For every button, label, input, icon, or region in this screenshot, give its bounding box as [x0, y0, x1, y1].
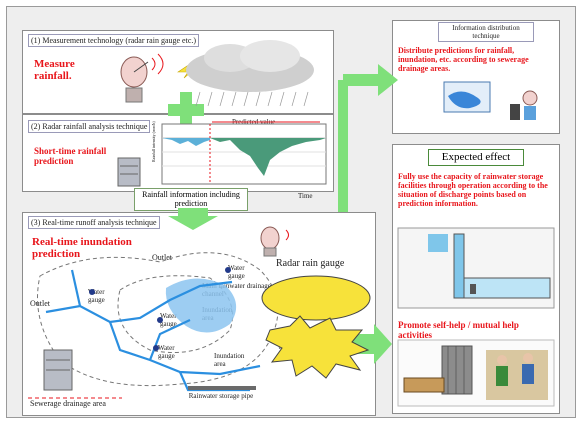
panel-measurement-title: (1) Measurement technology (radar rain g…: [28, 34, 200, 47]
map-water-gauge-4: Water gauge: [158, 344, 175, 360]
callout-support-text: Support residents' self-help and mutual …: [266, 288, 366, 308]
chart-time-label: Time: [298, 192, 313, 200]
info-distribution-title: Information distribution technique: [438, 22, 534, 42]
info-distribution-text: Distribute predictions for rainfall, inu…: [398, 46, 529, 73]
map-water-gauge-1: Water gauge: [88, 288, 105, 304]
map-inundation-area-2: Inundation area: [214, 352, 245, 368]
panel-radar-analysis-title: (2) Radar rainfall analysis technique: [28, 120, 151, 133]
discharge-point-label: Discharge point (rainwater beam etc.): [404, 254, 450, 278]
drainage-pump-label: Drainage pump: [484, 288, 534, 297]
short-time-prediction-text: Short-time rainfall prediction: [34, 146, 107, 166]
map-outlet-top: Outlet: [152, 253, 172, 262]
chart-predicted-label: Predicted value: [232, 118, 276, 126]
map-sewerage-area: Sewerage drainage area: [30, 399, 106, 408]
panel-runoff-analysis-title: (3) Real-time runoff analysis technique: [28, 216, 160, 229]
chart-yaxis-label: Rainfall intensity (mm/h): [151, 121, 156, 162]
radar-rain-gauge-label: Radar rain gauge: [276, 258, 345, 269]
expected-effect-text: Fully use the capacity of rainwater stor…: [398, 172, 548, 208]
promote-self-help-text: Promote self-help / mutual help activiti…: [398, 320, 519, 340]
measure-rainfall-text: Measure rainfall.: [34, 58, 75, 82]
callout-mitigate-text: Mitigate inundation damage through effec…: [274, 338, 362, 358]
rainfall-info-box: Rainfall information including predictio…: [134, 188, 248, 211]
map-inundation-area-1: Inundation area: [202, 306, 233, 322]
map-outlet-left: Outlet: [30, 299, 50, 308]
map-main-channel: Main rainwater drainage channel: [202, 282, 271, 298]
expected-effect-title: Expected effect: [428, 149, 524, 166]
real-time-inundation-text: Real-time inundation prediction: [32, 236, 132, 260]
rainwater-storage-label: Rainwater storage facility: [490, 234, 548, 252]
map-water-gauge-3: Water gauge: [160, 312, 177, 328]
map-water-gauge-2: Water gauge: [228, 264, 245, 280]
map-storage-pipe: Rainwater storage pipe: [188, 392, 254, 400]
